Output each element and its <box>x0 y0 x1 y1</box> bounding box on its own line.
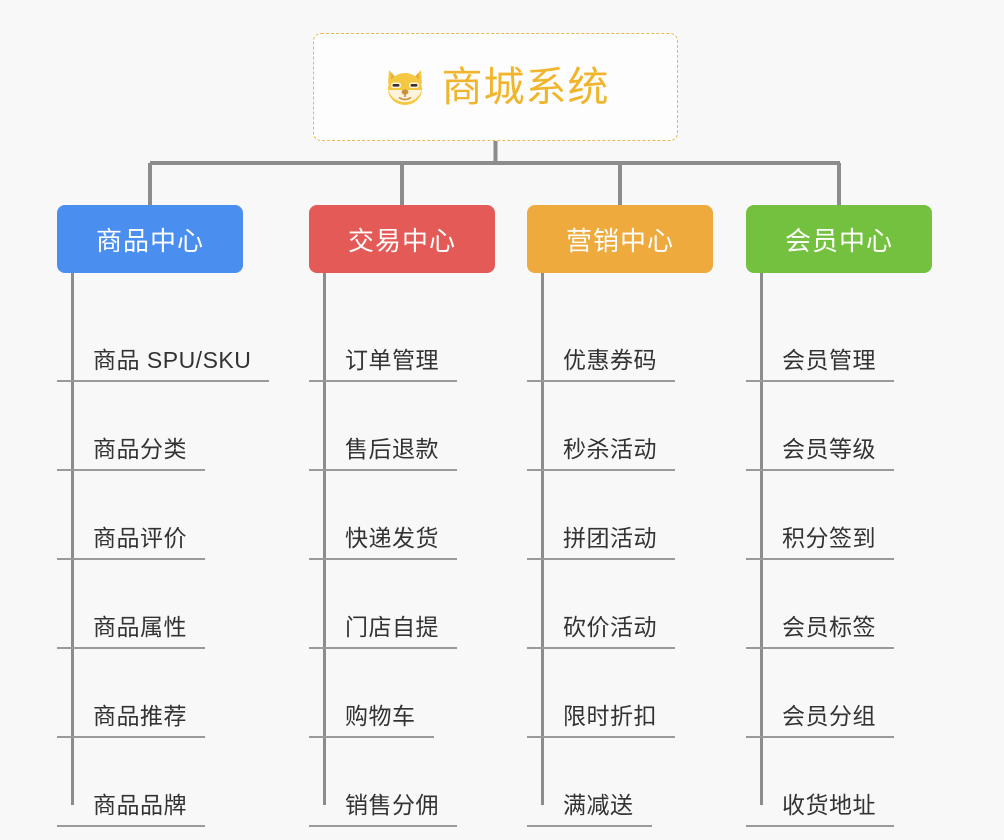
list-item[interactable]: 售后退款 <box>309 382 495 471</box>
list-item[interactable]: 收货地址 <box>746 738 932 827</box>
category-header-2[interactable]: 营销中心 <box>527 205 713 273</box>
list-item[interactable]: 会员等级 <box>746 382 932 471</box>
leaf-label: 会员等级 <box>782 436 876 463</box>
leaf-label: 购物车 <box>345 703 416 730</box>
list-item[interactable]: 订单管理 <box>309 293 495 382</box>
list-item[interactable]: 快递发货 <box>309 471 495 560</box>
list-item[interactable]: 商品分类 <box>57 382 269 471</box>
list-item[interactable]: 购物车 <box>309 649 495 738</box>
category-column-2: 营销中心 优惠券码 秒杀活动 拼团活动 砍价活动 限时折扣 满减送 <box>527 205 713 827</box>
leaf-label: 收货地址 <box>782 792 876 819</box>
list-item[interactable]: 会员管理 <box>746 293 932 382</box>
list-item[interactable]: 限时折扣 <box>527 649 713 738</box>
list-item[interactable]: 商品 SPU/SKU <box>57 293 270 382</box>
leaf-label: 会员标签 <box>782 614 876 641</box>
leaf-label: 限时折扣 <box>563 703 657 730</box>
leaf-label: 商品 SPU/SKU <box>93 347 252 374</box>
leaf-label: 商品属性 <box>93 614 187 641</box>
list-item[interactable]: 商品品牌 <box>57 738 269 827</box>
category-header-1[interactable]: 交易中心 <box>309 205 495 273</box>
list-item[interactable]: 销售分佣 <box>309 738 495 827</box>
leaf-label: 拼团活动 <box>563 525 657 552</box>
leaf-label: 订单管理 <box>345 347 439 374</box>
leaf-label: 门店自提 <box>345 614 439 641</box>
leaf-list-3: 会员管理 会员等级 积分签到 会员标签 会员分组 收货地址 <box>746 273 932 827</box>
leaf-label: 售后退款 <box>345 436 439 463</box>
leaf-label: 商品分类 <box>93 436 187 463</box>
list-item[interactable]: 会员标签 <box>746 560 932 649</box>
leaf-label: 砍价活动 <box>563 614 657 641</box>
list-item[interactable]: 拼团活动 <box>527 471 713 560</box>
shiba-dog-icon <box>382 64 428 110</box>
leaf-label: 满减送 <box>563 792 634 819</box>
leaf-label: 商品推荐 <box>93 703 187 730</box>
leaf-list-2: 优惠券码 秒杀活动 拼团活动 砍价活动 限时折扣 满减送 <box>527 273 713 827</box>
leaf-label: 快递发货 <box>345 525 439 552</box>
leaf-label: 秒杀活动 <box>563 436 657 463</box>
list-item[interactable]: 门店自提 <box>309 560 495 649</box>
category-header-0[interactable]: 商品中心 <box>57 205 243 273</box>
list-item[interactable]: 满减送 <box>527 738 713 827</box>
leaf-label: 优惠券码 <box>563 347 657 374</box>
root-node[interactable]: 商城系统 <box>313 33 678 141</box>
leaf-label: 销售分佣 <box>345 792 439 819</box>
category-header-3[interactable]: 会员中心 <box>746 205 932 273</box>
list-item[interactable]: 商品属性 <box>57 560 269 649</box>
list-item[interactable]: 商品推荐 <box>57 649 269 738</box>
leaf-list-0: 商品 SPU/SKU 商品分类 商品评价 商品属性 商品推荐 商品品牌 <box>57 273 270 827</box>
leaf-label: 积分签到 <box>782 525 876 552</box>
category-column-3: 会员中心 会员管理 会员等级 积分签到 会员标签 会员分组 收货地址 <box>746 205 932 827</box>
list-item[interactable]: 会员分组 <box>746 649 932 738</box>
leaf-label: 会员分组 <box>782 703 876 730</box>
list-item[interactable]: 商品评价 <box>57 471 269 560</box>
list-item[interactable]: 优惠券码 <box>527 293 713 382</box>
leaf-list-1: 订单管理 售后退款 快递发货 门店自提 购物车 销售分佣 <box>309 273 495 827</box>
list-item[interactable]: 积分签到 <box>746 471 932 560</box>
list-item[interactable]: 秒杀活动 <box>527 382 713 471</box>
category-column-0: 商品中心 商品 SPU/SKU 商品分类 商品评价 商品属性 商品推荐 商品品牌 <box>57 205 270 827</box>
root-title: 商城系统 <box>441 63 610 110</box>
list-item[interactable]: 砍价活动 <box>527 560 713 649</box>
leaf-label: 商品品牌 <box>93 792 187 819</box>
category-column-1: 交易中心 订单管理 售后退款 快递发货 门店自提 购物车 销售分佣 <box>309 205 495 827</box>
leaf-label: 会员管理 <box>782 347 876 374</box>
leaf-label: 商品评价 <box>93 525 187 552</box>
